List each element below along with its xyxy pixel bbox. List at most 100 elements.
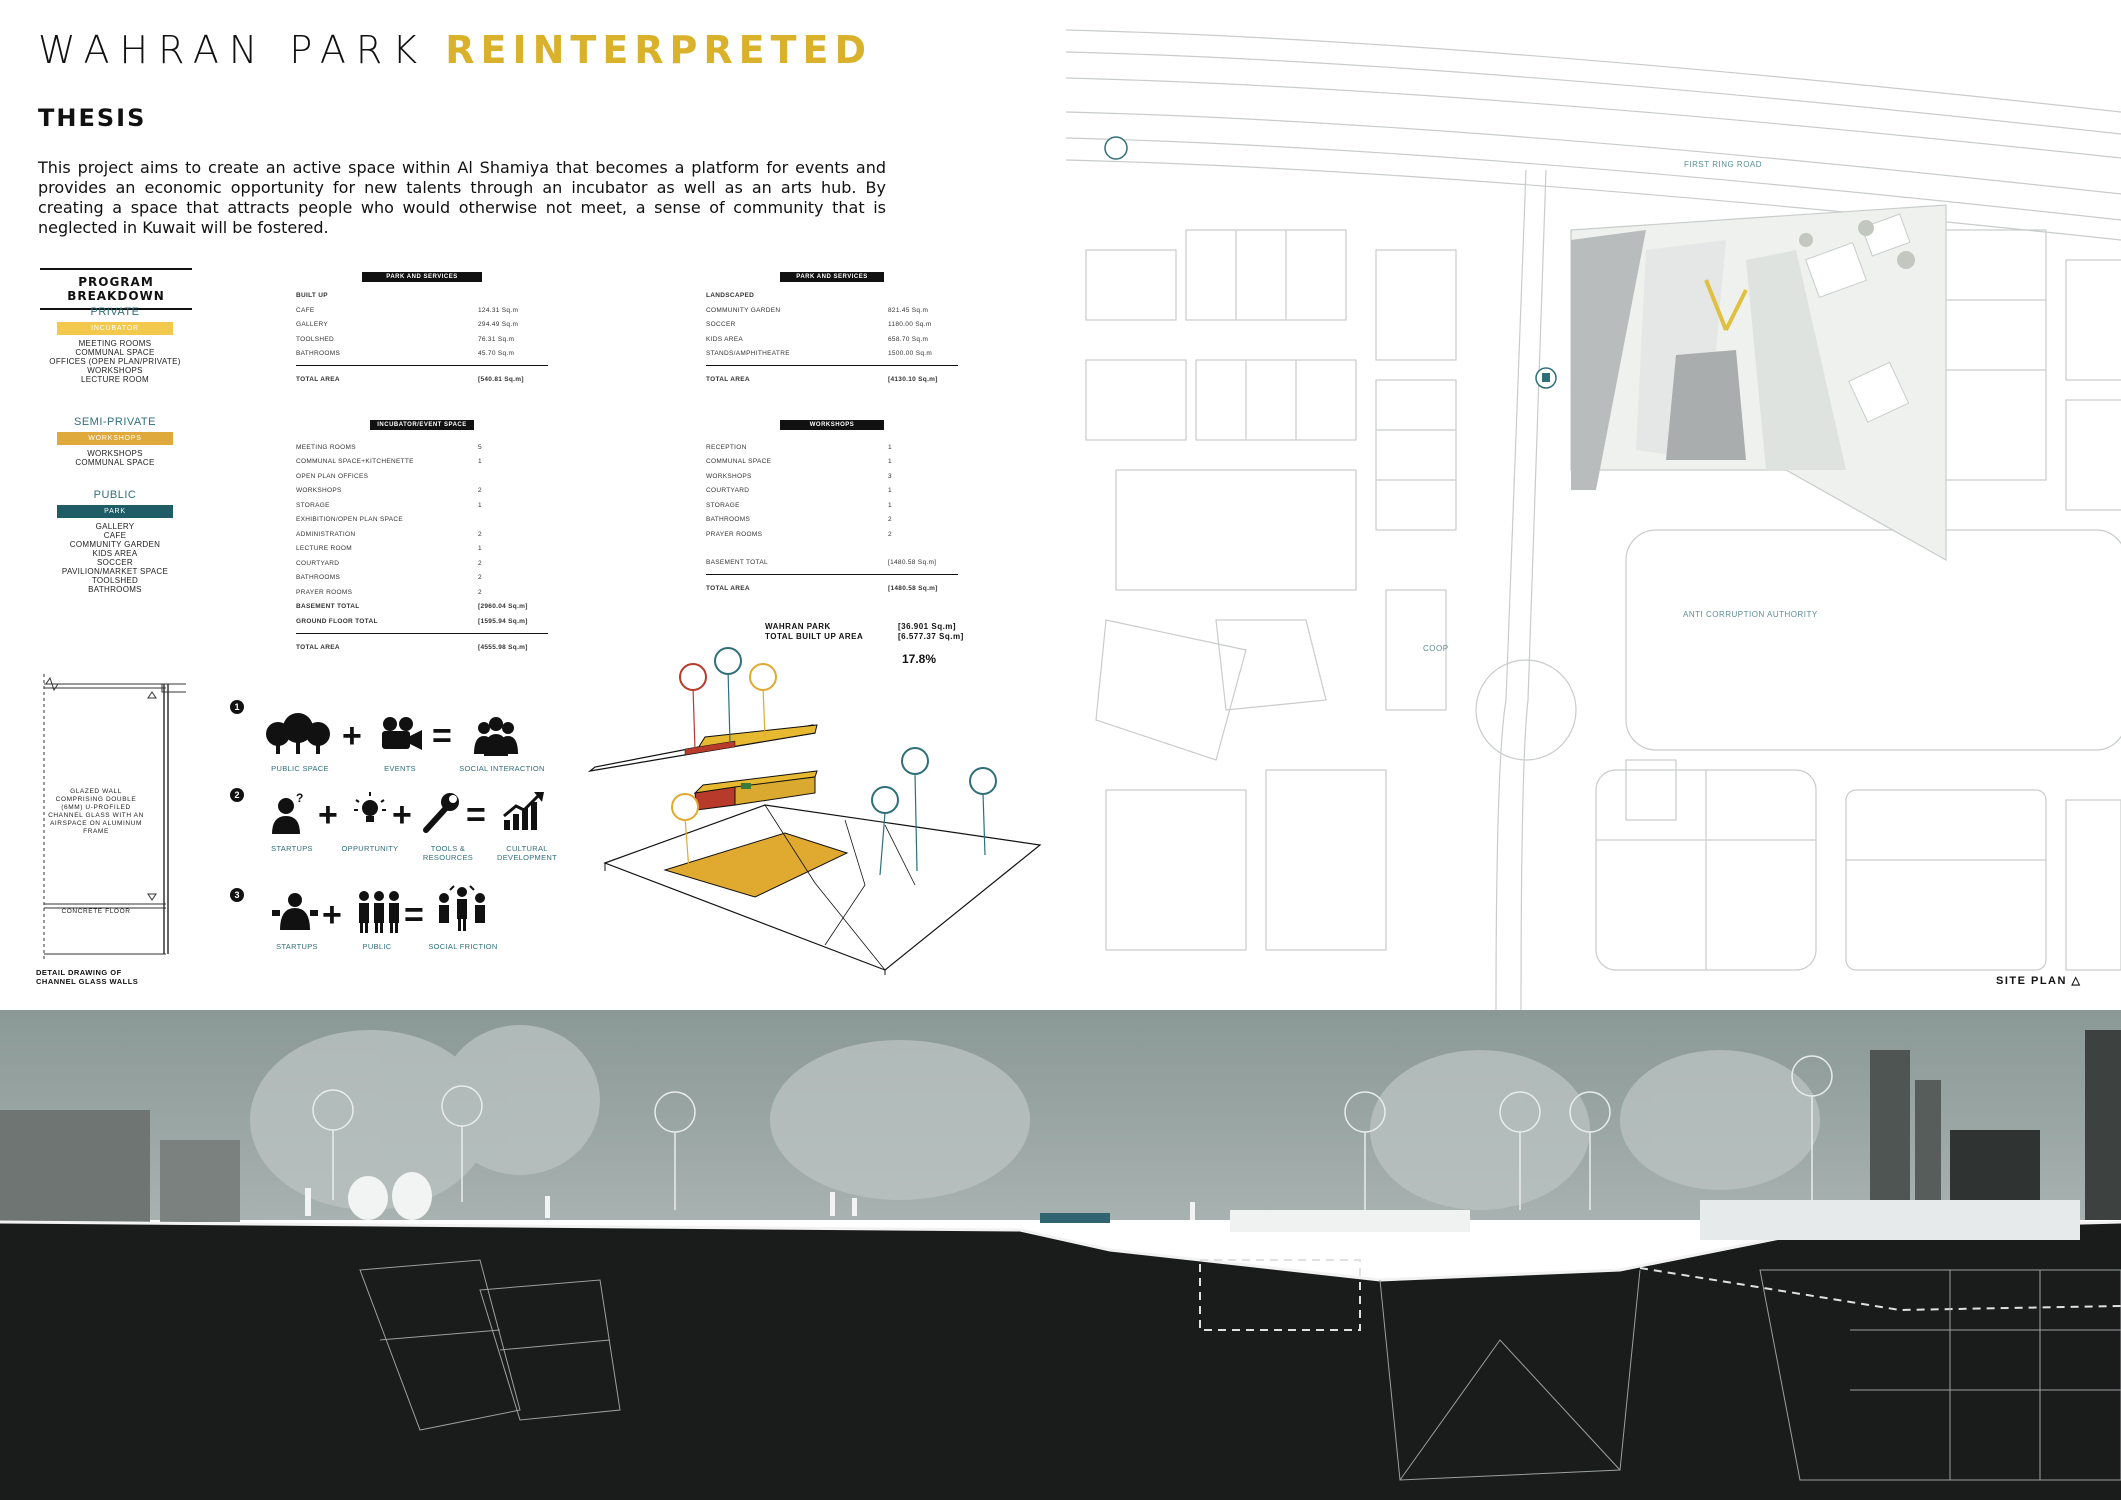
table-header: PARK AND SERVICES bbox=[362, 272, 482, 282]
public-label: PUBLIC bbox=[93, 489, 137, 501]
detail-glazing-note: GLAZED WALL COMPRISING DOUBLE (6MM) U-PR… bbox=[48, 788, 144, 835]
summary-value-builtup: [6.577.37 Sq.m] bbox=[898, 632, 964, 641]
social-friction-icon bbox=[439, 885, 485, 931]
row-value: 5 bbox=[478, 443, 482, 451]
row-name: STORAGE bbox=[296, 501, 330, 509]
summary-label-park: WAHRAN PARK bbox=[765, 622, 831, 631]
table-row: GROUND FLOOR TOTAL[1595.94 Sq.m] bbox=[296, 614, 548, 629]
row-name: COMMUNAL SPACE bbox=[706, 458, 772, 466]
table-row: OPEN PLAN OFFICES bbox=[296, 469, 548, 484]
row-value: 2 bbox=[888, 516, 892, 524]
private-item: WORKSHOPS bbox=[87, 366, 143, 375]
row-value: 45.70 Sq.m bbox=[478, 350, 515, 358]
row-name: WORKSHOPS bbox=[296, 487, 342, 495]
table-total: TOTAL AREA[4555.98 Sq.m] bbox=[296, 632, 548, 651]
table-header: INCUBATOR/EVENT SPACE bbox=[370, 420, 474, 430]
detail-caption: DETAIL DRAWING OF CHANNEL GLASS WALLS bbox=[36, 968, 139, 986]
row-name: PRAYER ROOMS bbox=[706, 530, 763, 538]
table-subheader: LANDSCAPED bbox=[706, 292, 755, 299]
semi-item: WORKSHOPS bbox=[87, 449, 143, 458]
table-row: COURTYARD 2 bbox=[296, 556, 548, 571]
site-plan-map bbox=[1066, 0, 2121, 1010]
detail-drawing bbox=[43, 674, 186, 959]
plus-icon: + bbox=[392, 796, 412, 834]
row-name: COURTYARD bbox=[296, 559, 340, 567]
private-item: MEETING ROOMS bbox=[78, 339, 152, 348]
table-incubator: INCUBATOR/EVENT SPACE MEETING ROOMS 5 COM… bbox=[296, 420, 548, 651]
coop-label: COOP bbox=[1423, 644, 1449, 653]
total-name: TOTAL AREA bbox=[706, 376, 750, 383]
exploded-axonometric-diagram bbox=[587, 647, 1042, 975]
total-name: TOTAL AREA bbox=[296, 643, 340, 651]
lightbulb-icon bbox=[354, 792, 386, 822]
public-people-icon bbox=[359, 891, 399, 933]
row-name: KIDS AREA bbox=[706, 335, 744, 343]
row-value: 294.49 Sq.m bbox=[478, 321, 519, 329]
row-value: 1500.00 Sq.m bbox=[888, 350, 933, 358]
row-value: 1180.00 Sq.m bbox=[888, 321, 932, 329]
program-heading: PROGRAM BREAKDOWN bbox=[40, 268, 192, 310]
trees-icon bbox=[266, 713, 330, 754]
table-header: PARK AND SERVICES bbox=[780, 272, 884, 282]
row-value: 3 bbox=[888, 472, 892, 480]
thesis-text: This project aims to create an active sp… bbox=[38, 158, 886, 237]
concept-number: 3 bbox=[230, 888, 244, 902]
row-value: 1 bbox=[888, 501, 892, 509]
row-value: [1595.94 Sq.m] bbox=[478, 617, 528, 625]
row-name: MEETING ROOMS bbox=[296, 443, 356, 451]
detail-floor-note: CONCRETE FLOOR bbox=[61, 908, 131, 915]
public-item: PAVILION/MARKET SPACE bbox=[61, 567, 169, 576]
table-subheader: BUILT UP bbox=[296, 292, 328, 299]
table-row: BASEMENT TOTAL[1480.58 Sq.m] bbox=[706, 556, 958, 571]
concept-label: STARTUPS bbox=[271, 844, 313, 853]
park-badge: PARK bbox=[57, 505, 173, 518]
incubator-badge: INCUBATOR bbox=[57, 322, 173, 335]
concept-label: PUBLIC SPACE bbox=[271, 764, 329, 773]
table-total: TOTAL AREA[4130.10 Sq.m] bbox=[706, 365, 958, 383]
row-name: ADMINISTRATION bbox=[296, 530, 356, 538]
private-label: PRIVATE bbox=[90, 306, 140, 318]
row-value: 2 bbox=[478, 559, 482, 567]
site-plan-caption: SITE PLAN △ bbox=[1996, 974, 2081, 987]
startup-person-icon: ? bbox=[272, 791, 303, 834]
row-value: 1 bbox=[478, 545, 482, 553]
summary-label-builtup: TOTAL BUILT UP AREA bbox=[765, 632, 864, 641]
public-item: GALLERY bbox=[95, 522, 135, 531]
total-value: [1480.58 Sq.m] bbox=[888, 585, 938, 592]
public-item: COMMUNITY GARDEN bbox=[69, 540, 161, 549]
group-icon bbox=[474, 717, 518, 756]
row-name: CAFE bbox=[296, 306, 315, 314]
row-name: LECTURE ROOM bbox=[296, 545, 352, 553]
concept-label: EVENTS bbox=[384, 764, 416, 773]
concept-label: SOCIAL FRICTION bbox=[428, 942, 498, 951]
semi-label: SEMI-PRIVATE bbox=[74, 416, 156, 428]
workshops-badge: WORKSHOPS bbox=[57, 432, 173, 445]
private-item: LECTURE ROOM bbox=[80, 375, 150, 384]
row-name: EXHIBITION/OPEN PLAN SPACE bbox=[296, 516, 404, 524]
public-item: TOOLSHED bbox=[91, 576, 139, 585]
svg-text:?: ? bbox=[296, 791, 303, 805]
concept-label: OPPURTUNITY bbox=[341, 844, 399, 853]
table-row: LECTURE ROOM 1 bbox=[296, 542, 548, 557]
row-value: 1 bbox=[888, 443, 892, 451]
summary-percent: 17.8% bbox=[902, 652, 937, 666]
table-total: TOTAL AREA[540.81 Sq.m] bbox=[296, 365, 548, 383]
total-value: [540.81 Sq.m] bbox=[478, 376, 524, 383]
total-name: TOTAL AREA bbox=[706, 585, 750, 592]
private-item: COMMUNAL SPACE bbox=[75, 348, 155, 357]
public-item: SOCCER bbox=[96, 558, 134, 567]
title-accent: REINTERPRETED bbox=[445, 28, 873, 72]
summary-labels: WAHRAN PARK TOTAL BUILT UP AREA bbox=[765, 622, 863, 642]
plus-icon: + bbox=[342, 717, 362, 755]
